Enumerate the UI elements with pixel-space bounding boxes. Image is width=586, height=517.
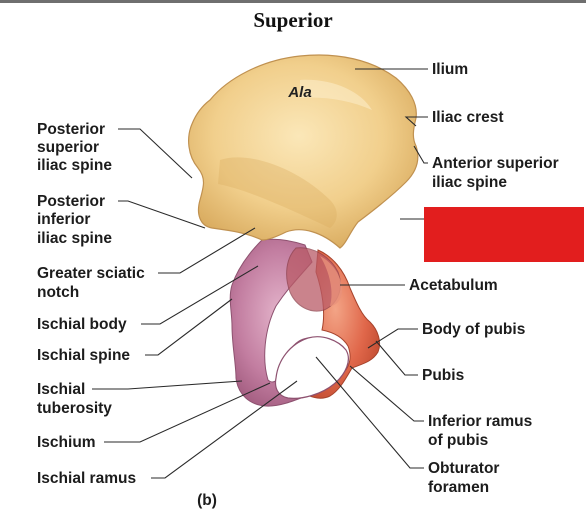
label-iliac-crest: Iliac crest	[432, 109, 504, 126]
left-labels: Posterior superior iliac spine Posterior…	[37, 121, 149, 487]
label-anterior-superior-iliac-spine: Anterior superior iliac spine	[432, 155, 563, 191]
top-rule	[0, 0, 586, 3]
label-body-of-pubis: Body of pubis	[422, 321, 525, 338]
hip-bone-illustration: Ala	[188, 54, 419, 407]
label-obturator-foramen: Obturator foramen	[428, 460, 504, 496]
figure-title: Superior	[253, 8, 332, 32]
label-ischial-spine: Ischial spine	[37, 347, 130, 364]
label-greater-sciatic-notch: Greater sciatic notch	[37, 265, 149, 301]
ala-label: Ala	[287, 84, 311, 101]
leader-lines	[92, 68, 428, 479]
redaction-box	[424, 207, 584, 262]
right-labels: Ilium Iliac crest Anterior superior ilia…	[409, 61, 563, 496]
label-acetabulum: Acetabulum	[409, 277, 498, 294]
label-pubis: Pubis	[422, 367, 464, 384]
label-inferior-ramus-of-pubis: Inferior ramus of pubis	[428, 413, 537, 449]
label-ischial-ramus: Ischial ramus	[37, 470, 136, 487]
ilium-region	[188, 54, 419, 249]
label-ischium: Ischium	[37, 434, 96, 451]
label-ilium: Ilium	[432, 61, 468, 78]
panel-label: (b)	[197, 492, 217, 509]
label-posterior-superior-iliac-spine: Posterior superior iliac spine	[37, 121, 112, 174]
label-ischial-body: Ischial body	[37, 316, 127, 333]
label-posterior-inferior-iliac-spine: Posterior inferior iliac spine	[37, 193, 112, 247]
label-ischial-tuberosity: Ischial tuberosity	[37, 381, 112, 417]
